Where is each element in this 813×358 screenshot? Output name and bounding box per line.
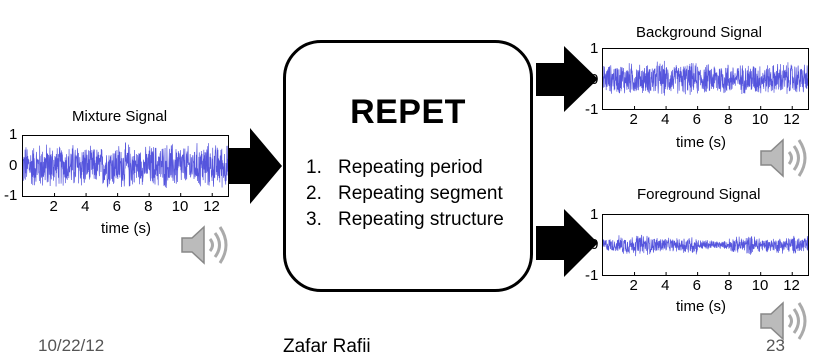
arrows-layer	[229, 46, 598, 277]
mixture-title: Mixture Signal	[72, 108, 168, 125]
arrow-input	[229, 128, 282, 204]
background-plot-area	[602, 48, 809, 110]
speaker-icon[interactable]	[178, 222, 234, 268]
waveform-svg	[603, 234, 808, 275]
x-tick-label: 6	[692, 111, 701, 128]
repet-title: REPET	[350, 93, 466, 131]
x-tick-label: 4	[661, 277, 670, 294]
x-tick-label: 12	[203, 198, 220, 215]
x-tick-label: 8	[724, 277, 733, 294]
foreground-ytick-neg1: -1	[585, 267, 599, 284]
repet-list: 1.Repeating period 2.Repeating segment 3…	[306, 155, 504, 233]
waveform-svg	[23, 142, 228, 196]
waveform-line	[603, 234, 808, 257]
arrow-background	[536, 46, 598, 112]
background-xlabel: time (s)	[676, 134, 726, 151]
footer-date: 10/22/12	[38, 336, 105, 355]
foreground-xlabel: time (s)	[676, 298, 726, 315]
x-tick-label: 2	[629, 111, 638, 128]
x-tick-label: 2	[49, 198, 58, 215]
x-tick-label: 10	[171, 198, 189, 215]
x-tick-label: 2	[629, 277, 638, 294]
background-ytick-1: 1	[590, 40, 599, 57]
x-tick-label: 12	[783, 277, 800, 294]
background-ytick-neg1: -1	[585, 101, 599, 118]
mixture-plot-area	[22, 135, 229, 197]
repet-item: 1.Repeating period	[306, 157, 483, 178]
x-tick-label: 4	[81, 198, 90, 215]
foreground-ytick-1: 1	[590, 206, 599, 223]
mixture-ytick-1: 1	[9, 126, 18, 143]
footer-page: 23	[766, 336, 785, 355]
x-tick-label: 6	[112, 198, 121, 215]
speaker-icon[interactable]	[757, 135, 813, 181]
x-tick-label: 10	[751, 277, 769, 294]
repet-box: REPET 1.Repeating period 2.Repeating seg…	[283, 40, 533, 292]
x-tick-label: 6	[692, 277, 701, 294]
x-tick-label: 12	[783, 111, 800, 128]
x-tick-label: 8	[144, 198, 153, 215]
foreground-title: Foreground Signal	[637, 186, 761, 203]
speaker-icon[interactable]	[757, 298, 813, 344]
repet-item: 3.Repeating structure	[306, 209, 504, 230]
x-tick-label: 8	[724, 111, 733, 128]
mixture-xlabel: time (s)	[101, 220, 151, 237]
mixture-ytick-neg1: -1	[4, 187, 18, 204]
mixture-ytick-0: 0	[9, 157, 18, 174]
repet-item: 2.Repeating segment	[306, 183, 503, 204]
x-tick-label: 4	[661, 111, 670, 128]
waveform-line	[603, 60, 808, 96]
arrow-foreground	[536, 209, 598, 277]
footer-author: Zafar Rafii	[283, 336, 371, 357]
foreground-plot-area	[602, 214, 809, 276]
background-title: Background Signal	[636, 24, 762, 41]
waveform-svg	[603, 60, 808, 109]
waveform-line	[23, 142, 228, 188]
x-tick-label: 10	[751, 111, 769, 128]
